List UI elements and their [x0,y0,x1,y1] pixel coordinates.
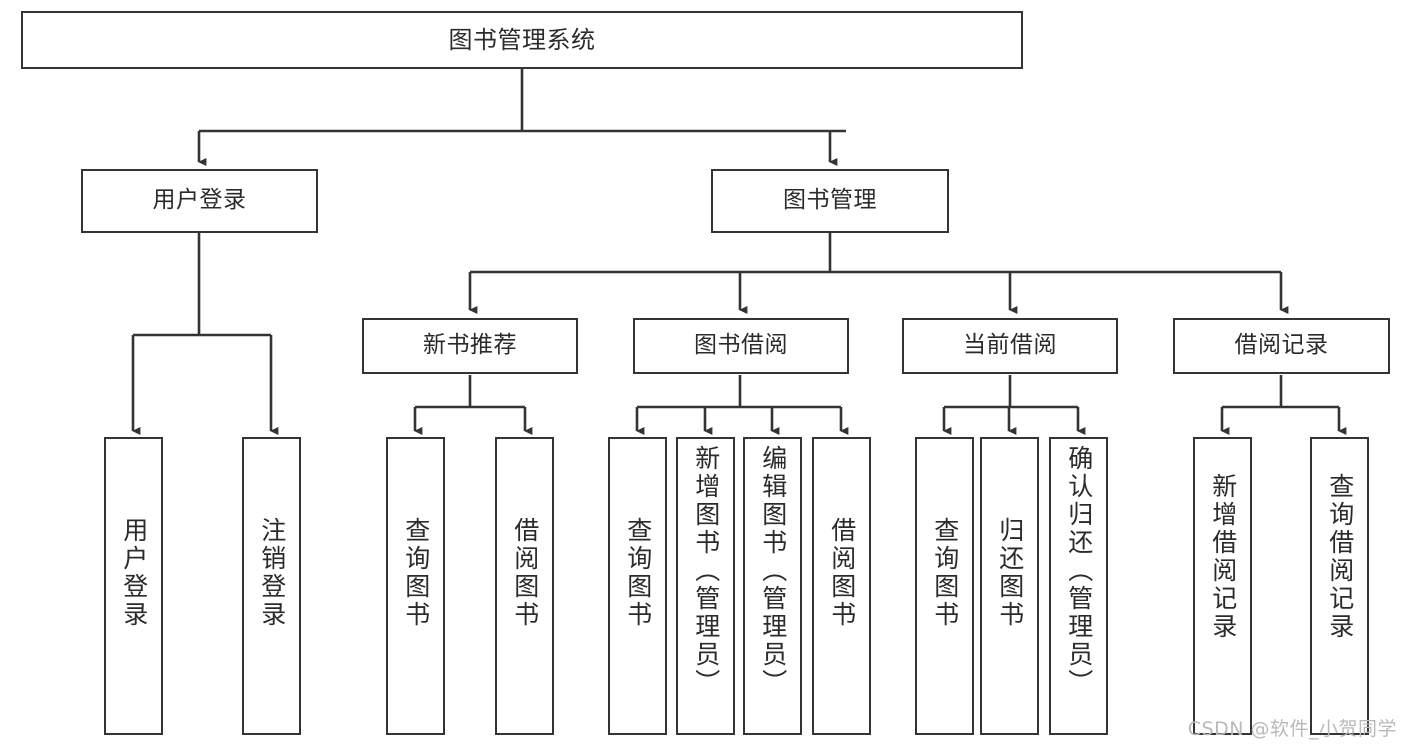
node-label: 图书管理系统 [448,25,596,54]
node-label: 新增图书（管理员） [691,445,721,697]
node-label: 编辑图书（管理员） [758,445,788,697]
node-label: 归还图书 [995,517,1025,629]
node-label: 新增借阅记录 [1208,473,1238,641]
node-label: 用户登录 [119,517,149,629]
leaf-return-book[interactable]: 归还图书 [980,437,1039,735]
node-label: 用户登录 [152,187,247,214]
node-label: 查询图书 [623,517,653,629]
leaf-logout[interactable]: 注销登录 [242,437,301,735]
node-label: 借阅图书 [827,517,857,629]
node-label: 查询借阅记录 [1325,473,1355,641]
leaf-add-book-admin[interactable]: 新增图书（管理员） [676,437,735,735]
leaf-borrow-book-recommend[interactable]: 借阅图书 [495,437,554,735]
leaf-user-login[interactable]: 用户登录 [104,437,163,735]
node-label: 借阅记录 [1234,332,1329,359]
node-book-management[interactable]: 图书管理 [711,169,949,233]
node-label: 确认归还（管理员） [1064,445,1094,697]
leaf-edit-book-admin[interactable]: 编辑图书（管理员） [743,437,802,735]
node-label: 图书管理 [783,187,877,214]
leaf-query-book-current[interactable]: 查询图书 [915,437,974,735]
watermark-credit: CSDN @软件_小贺同学 [1187,718,1397,740]
node-new-book-recommend[interactable]: 新书推荐 [362,318,578,374]
node-label: 新书推荐 [423,332,517,359]
node-label: 当前借阅 [963,332,1057,359]
node-book-borrow[interactable]: 图书借阅 [633,318,849,374]
leaf-borrow-book[interactable]: 借阅图书 [812,437,871,735]
node-borrow-record[interactable]: 借阅记录 [1173,318,1390,374]
leaf-query-book-borrow[interactable]: 查询图书 [608,437,667,735]
node-label: 注销登录 [257,517,287,629]
node-user-login[interactable]: 用户登录 [81,169,318,233]
node-label: 查询图书 [401,517,431,629]
leaf-confirm-return-admin[interactable]: 确认归还（管理员） [1049,437,1108,735]
node-current-borrow[interactable]: 当前借阅 [902,318,1118,374]
node-root-system[interactable]: 图书管理系统 [21,11,1023,69]
node-label: 借阅图书 [510,517,540,629]
leaf-query-borrow-record[interactable]: 查询借阅记录 [1310,437,1369,735]
node-label: 图书借阅 [694,332,788,359]
node-label: 查询图书 [930,517,960,629]
leaf-add-borrow-record[interactable]: 新增借阅记录 [1193,437,1252,735]
leaf-query-book-recommend[interactable]: 查询图书 [386,437,445,735]
